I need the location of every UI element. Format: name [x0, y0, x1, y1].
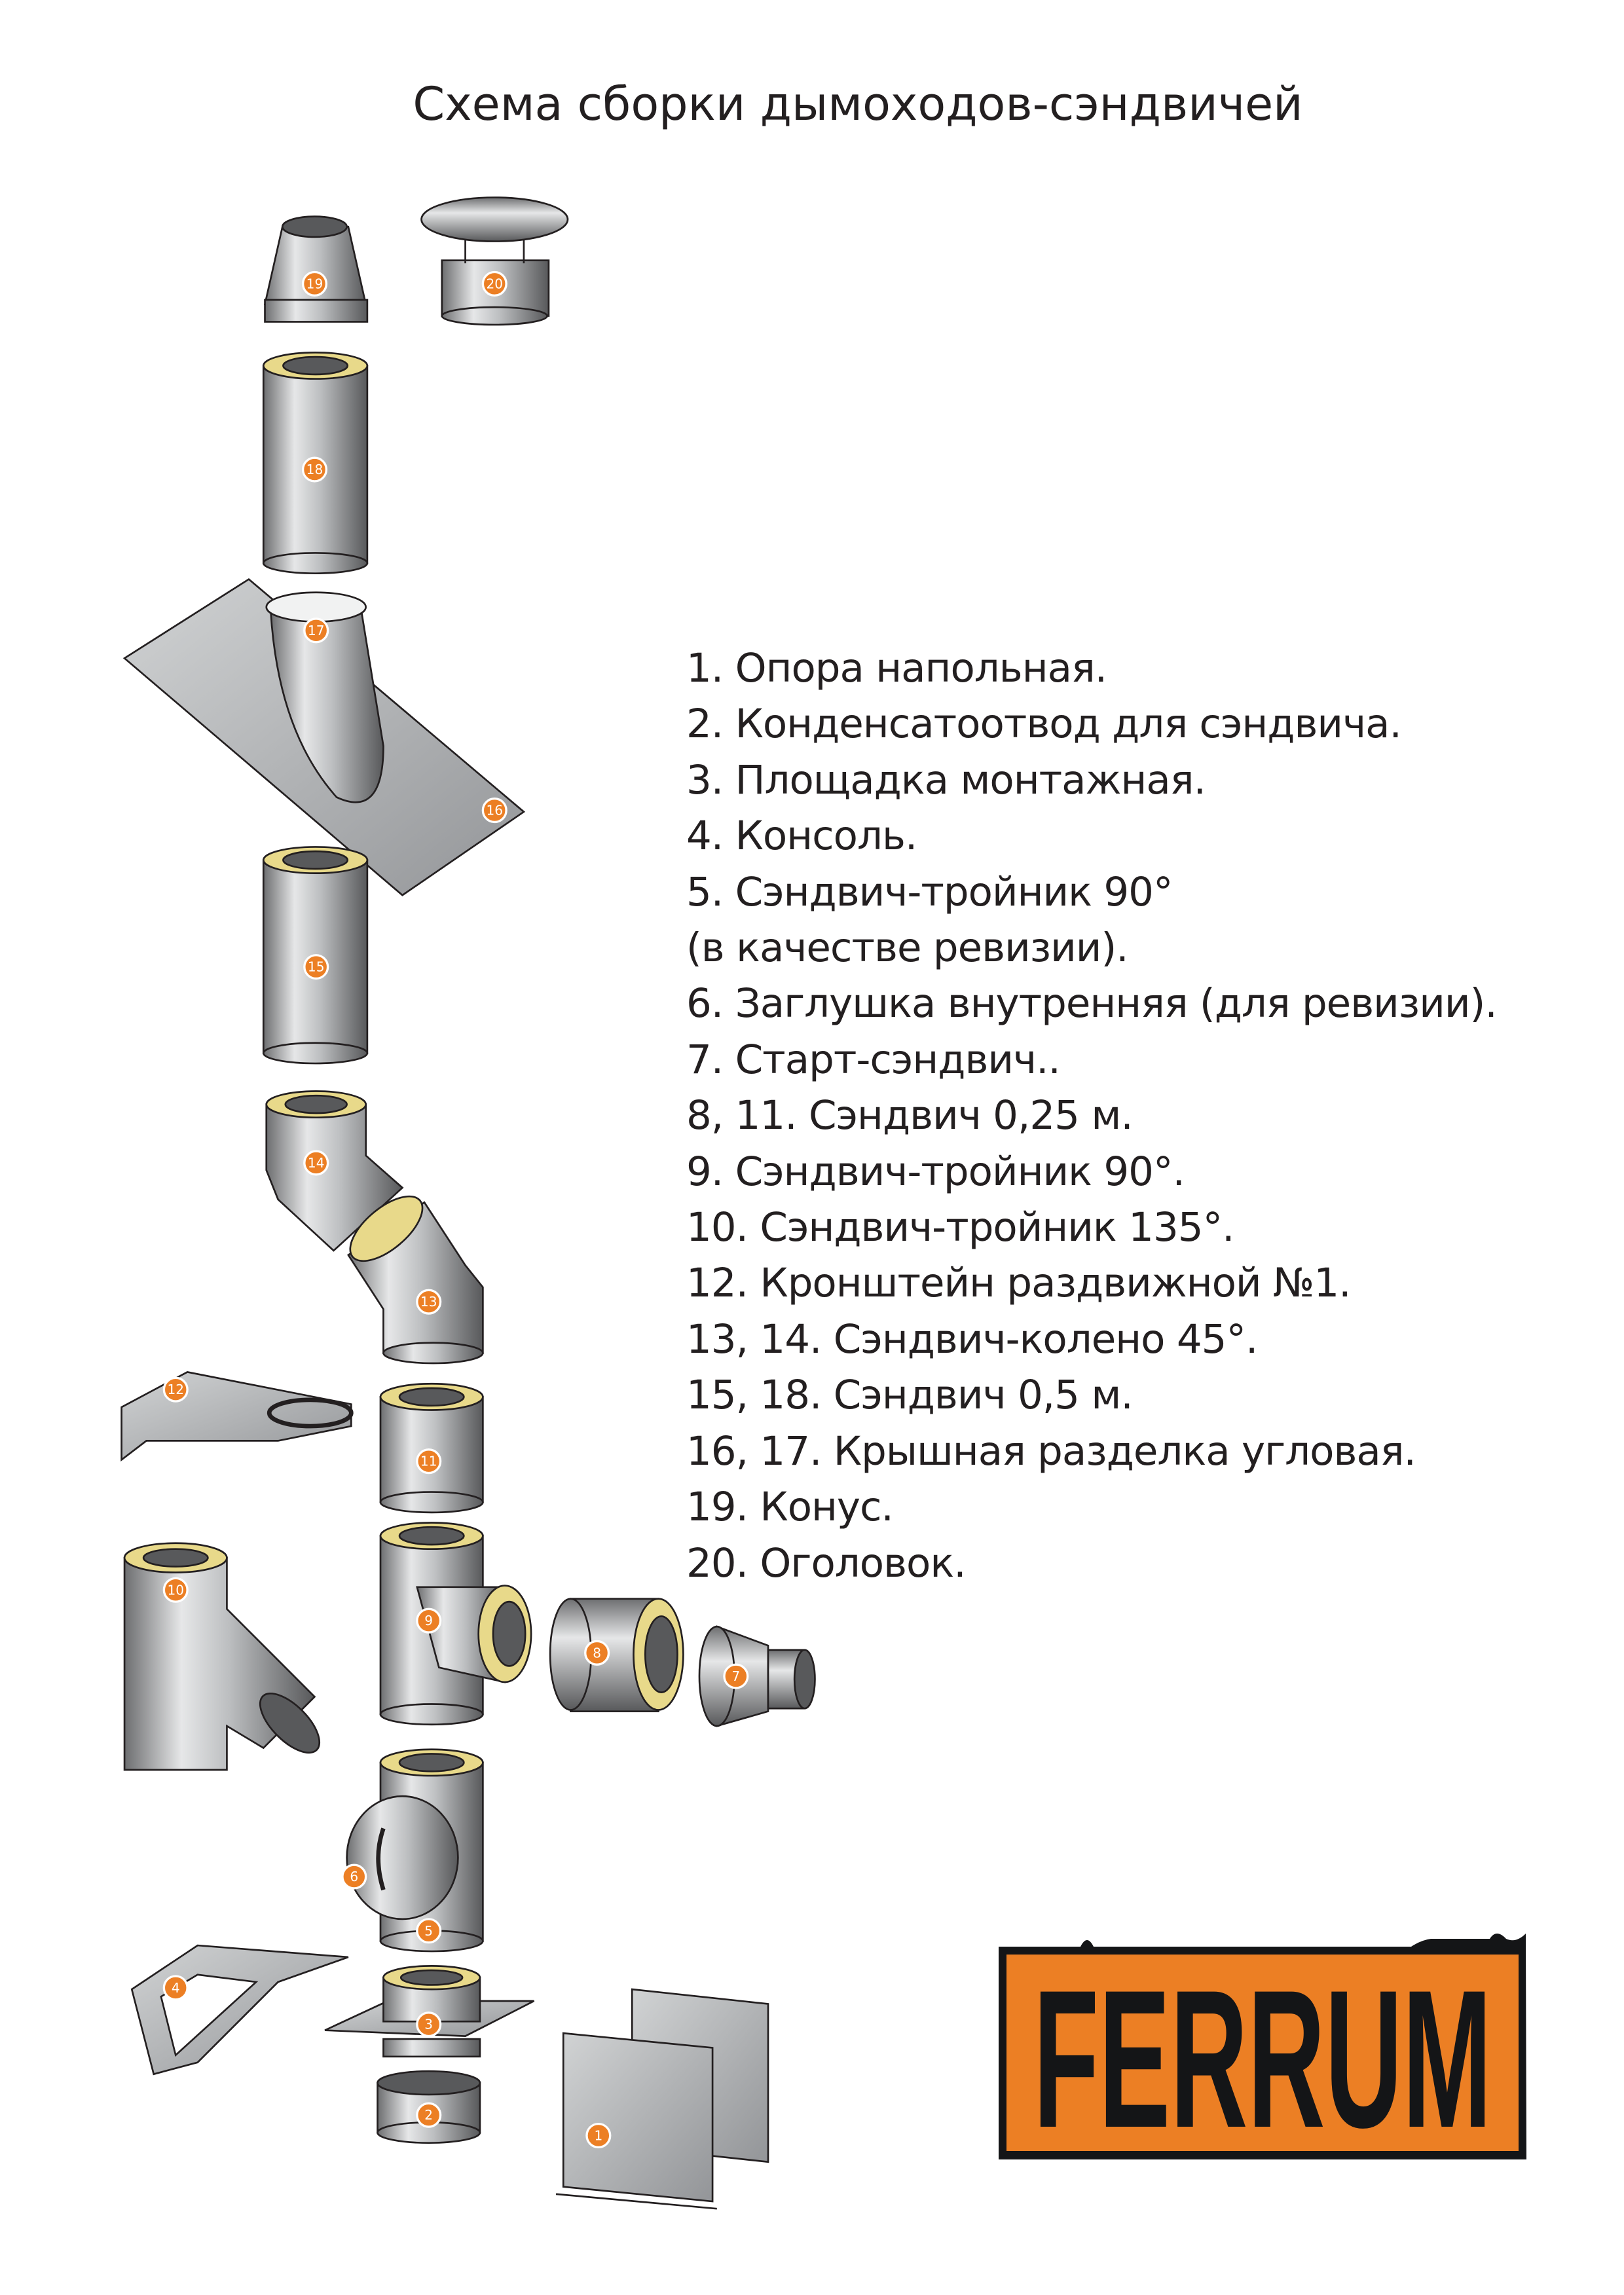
svg-text:9: 9 — [424, 1613, 433, 1628]
legend-item: 16, 17. Крышная разделка угловая. — [686, 1427, 1416, 1475]
legend-item: 3. Площадка монтажная. — [686, 756, 1206, 803]
part-tee-90 — [379, 1522, 532, 1726]
svg-text:3: 3 — [424, 2017, 433, 2032]
badge-8: 8 — [584, 1640, 610, 1666]
svg-text:16: 16 — [486, 803, 503, 818]
badge-12: 12 — [162, 1376, 189, 1403]
badge-17: 17 — [303, 617, 329, 644]
svg-text:14: 14 — [308, 1155, 325, 1171]
legend-item: (в качестве ревизии). — [686, 925, 1129, 972]
badge-1: 1 — [585, 2122, 612, 2149]
part-tee-135 — [123, 1542, 321, 1771]
page-title: Схема сборки дымоходов-сэндвичей — [413, 77, 1303, 131]
badge-18: 18 — [301, 456, 328, 483]
badge-20: 20 — [481, 270, 507, 297]
part-number-badges: 19 20 18 17 16 15 14 13 12 11 10 9 8 7 6… — [162, 270, 749, 2149]
legend-item: 2. Конденсатоотвод для сэндвича. — [686, 701, 1402, 748]
part-floor-support — [555, 1988, 769, 2210]
badge-6: 6 — [341, 1864, 367, 1890]
badge-14: 14 — [303, 1150, 329, 1176]
part-start-sandwich — [698, 1625, 816, 1727]
svg-text:13: 13 — [420, 1294, 437, 1310]
badge-13: 13 — [416, 1289, 442, 1315]
svg-text:4: 4 — [172, 1980, 180, 1996]
part-chimney-cap — [420, 196, 569, 326]
svg-text:5: 5 — [424, 1923, 433, 1939]
parts-legend: 1. Опора напольная. 2. Конденсатоотвод д… — [686, 640, 1498, 1591]
part-sandwich-pipe-11 — [379, 1382, 484, 1514]
part-bracket — [120, 1370, 354, 1462]
badge-9: 9 — [416, 1607, 442, 1634]
part-inner-plug — [346, 1795, 459, 1920]
legend-item: 4. Консоль. — [686, 813, 917, 860]
legend-item: 13, 14. Сэндвич-колено 45°. — [686, 1315, 1258, 1363]
svg-text:12: 12 — [167, 1382, 184, 1397]
badge-7: 7 — [723, 1663, 749, 1689]
svg-text:10: 10 — [167, 1582, 184, 1598]
badge-19: 19 — [301, 270, 328, 297]
svg-text:FERRUM: FERRUM — [1033, 1949, 1492, 2165]
legend-item: 1. Опора напольная. — [686, 645, 1107, 691]
badge-3: 3 — [416, 2011, 442, 2038]
legend-item: 5. Сэндвич-тройник 90° — [686, 868, 1173, 915]
legend-item: 7. Старт-сэндвич.. — [686, 1036, 1061, 1083]
svg-text:17: 17 — [308, 623, 325, 638]
legend-item: 15, 18. Сэндвич 0,5 м. — [686, 1372, 1134, 1419]
svg-text:18: 18 — [306, 462, 323, 477]
svg-text:1: 1 — [594, 2128, 602, 2144]
badge-4: 4 — [162, 1975, 189, 2001]
badge-2: 2 — [416, 2102, 442, 2128]
legend-item: 10. Сэндвич-тройник 135°. — [686, 1204, 1234, 1251]
svg-text:11: 11 — [420, 1454, 437, 1469]
svg-text:7: 7 — [731, 1668, 740, 1684]
svg-text:20: 20 — [486, 276, 503, 291]
legend-item: 9. Сэндвич-тройник 90°. — [686, 1148, 1185, 1195]
legend-item: 8, 11. Сэндвич 0,25 м. — [686, 1092, 1134, 1139]
svg-text:6: 6 — [350, 1869, 358, 1884]
part-console — [130, 1944, 349, 2076]
legend-item: 20. Оголовок. — [686, 1539, 967, 1587]
part-mounting-platform — [324, 1965, 535, 2058]
svg-text:15: 15 — [308, 959, 325, 975]
badge-5: 5 — [416, 1918, 442, 1944]
svg-text:19: 19 — [306, 276, 323, 291]
ferrum-logo: FERRUM — [999, 1934, 1526, 2165]
svg-text:8: 8 — [593, 1645, 601, 1661]
badge-10: 10 — [162, 1577, 189, 1603]
part-elbow-13 — [347, 1195, 484, 1365]
part-cone — [263, 215, 369, 323]
part-sandwich-pipe-8 — [549, 1598, 684, 1713]
badge-16: 16 — [481, 798, 507, 824]
badge-15: 15 — [303, 954, 329, 980]
part-roof-penetration — [122, 578, 526, 896]
legend-item: 12. Кронштейн раздвижной №1. — [686, 1260, 1352, 1307]
badge-11: 11 — [416, 1448, 442, 1475]
svg-text:2: 2 — [424, 2107, 433, 2123]
legend-item: 6. Заглушка внутренняя (для ревизии). — [686, 980, 1498, 1027]
legend-item: 19. Конус. — [686, 1484, 894, 1531]
